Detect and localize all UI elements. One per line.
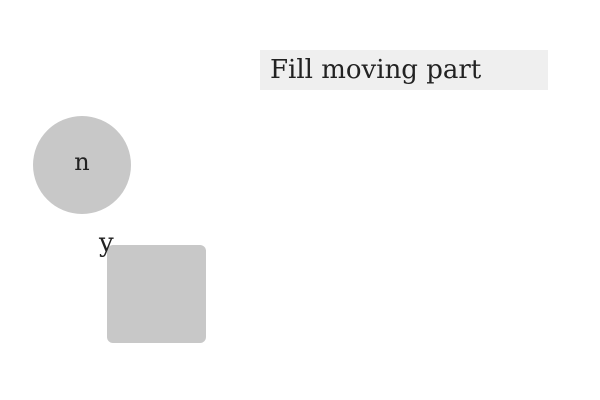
circle-label: n <box>74 148 90 176</box>
square-label: y <box>99 228 114 258</box>
circle-shape[interactable]: n <box>33 116 131 214</box>
task-instruction: Fill moving part <box>260 50 548 90</box>
square-shape[interactable] <box>107 245 206 343</box>
